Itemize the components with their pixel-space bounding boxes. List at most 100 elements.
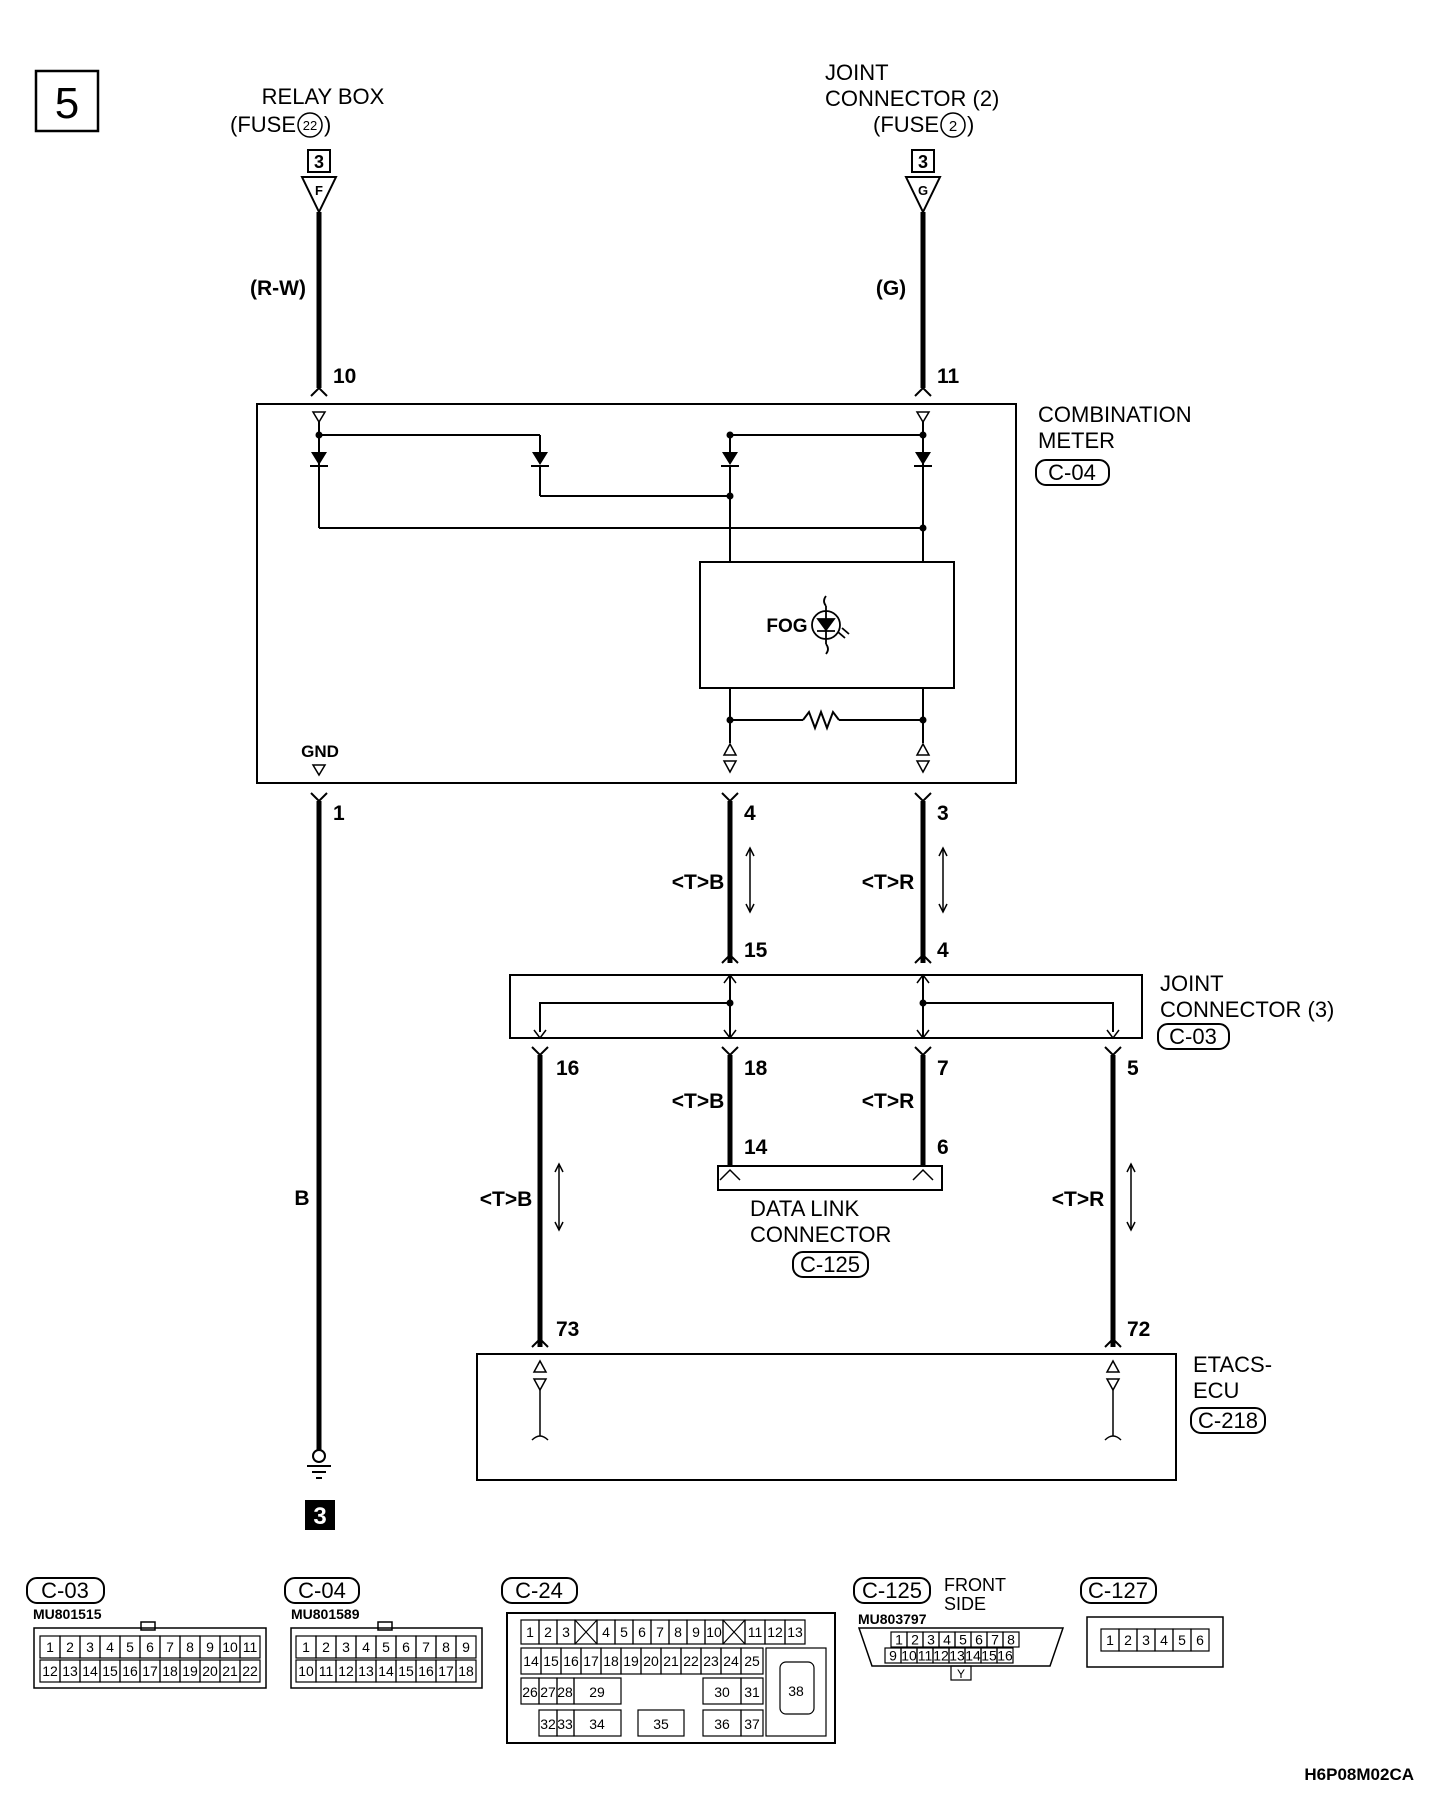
c24-id: C-24 [515,1578,563,1603]
joint-connector-2-fuse-circle [940,112,966,138]
c24-pin-31: 31 [744,1684,760,1700]
combination-meter-id-box [1035,459,1110,486]
c24-pin-19: 19 [623,1653,639,1669]
c24-pin-22: 22 [683,1653,699,1669]
wire-color-relay: (R-W) [250,277,306,300]
c04-pin-5: 5 [382,1639,390,1655]
c24-pin-4: 4 [602,1624,610,1640]
wire-color-tr-upper: <T>R [862,871,915,894]
c127-id: C-127 [1088,1578,1148,1603]
pin-5-mark [1104,1046,1122,1057]
data-link-connector-id: C-125 [800,1252,860,1277]
meter-terminal-10 [311,411,327,424]
c125-id-box [853,1577,931,1604]
etacs-ecu-label-1: ETACS- [1193,1352,1272,1377]
c03-pin-15: 15 [102,1663,118,1679]
relay-box-fuse-circle [297,112,323,138]
c04-pin-4: 4 [362,1639,370,1655]
data-link-connector-label-1: DATA LINK [750,1196,860,1221]
pin-dlc-6: 6 [937,1136,949,1159]
c03-pin-14: 14 [82,1663,98,1679]
wire-color-tr-ecu: <T>R [1052,1188,1105,1211]
data-link-connector-label-2: CONNECTOR [750,1222,891,1247]
c04-pin-7: 7 [422,1639,430,1655]
pin-11: 11 [937,365,960,388]
ground-ref-box [305,1500,335,1530]
c125-part-number: MU803797 [858,1611,927,1627]
pin-1: 1 [333,802,345,825]
pin-jc4-mark [914,953,932,964]
c125-pin-12: 12 [933,1648,949,1664]
c03-pin-3: 3 [86,1639,94,1655]
c03-housing [33,1627,267,1689]
c03-pin-18: 18 [162,1663,178,1679]
c127-pin-cell [1190,1628,1210,1652]
c04-pin-18: 18 [458,1663,474,1679]
c04-pin-3: 3 [342,1639,350,1655]
c04-id-box [284,1577,360,1604]
c24-pin-6: 6 [638,1624,646,1640]
c125-pin-1: 1 [895,1632,903,1648]
c24-blank-cavity [722,1619,746,1645]
c127-pin-4: 4 [1160,1632,1168,1648]
joint-connector-2-fuse-close: ) [967,112,974,137]
c125-pin-cell [1002,1631,1020,1648]
relay-box-ref: 3 [314,152,324,172]
c24-pin-cell [784,1619,806,1645]
c24-pin-25: 25 [744,1653,760,1669]
relay-box-ref-box [307,149,331,173]
c24-pin-11: 11 [748,1624,763,1640]
c125-pin-8: 8 [1007,1632,1015,1648]
c24-pin-10: 10 [706,1624,722,1640]
c24-pin-28: 28 [557,1684,573,1700]
c24-pin-7: 7 [656,1624,664,1640]
c24-pin-20: 20 [643,1653,659,1669]
pin-73: 73 [556,1318,579,1341]
joint-connector-2-label-1: JOINT [825,60,889,85]
c24-pin-9: 9 [692,1624,700,1640]
c24-pin-18: 18 [603,1653,619,1669]
wire-color-tb-dlc: <T>B [672,1090,725,1113]
c24-pin-3: 3 [562,1624,570,1640]
c125-pin-14: 14 [965,1648,981,1664]
pin-18-mark [721,1046,739,1057]
sheet-number-box [34,69,100,133]
c04-pin-13: 13 [358,1663,374,1679]
c24-pin-30: 30 [714,1684,730,1700]
combination-meter-id: C-04 [1048,460,1096,485]
etacs-ecu-terminals [531,1359,1122,1441]
c03-pin-11: 11 [243,1639,258,1655]
c04-part-number: MU801589 [291,1606,360,1622]
etacs-ecu-id-box [1190,1407,1266,1434]
c125-side-label-2: SIDE [944,1594,986,1614]
combination-meter-label-1: COMBINATION [1038,402,1192,427]
c03-id: C-03 [41,1578,89,1603]
c03-pin-21: 21 [222,1663,238,1679]
joint-connector-3-box [509,974,1143,1039]
meter-gnd-label: GND [301,742,339,761]
pin-4: 4 [744,802,756,825]
c24-pin-5: 5 [620,1624,628,1640]
wire-color-tb-ecu: <T>B [480,1188,533,1211]
c04-pin-17: 17 [438,1663,454,1679]
c24-pin-16: 16 [563,1653,579,1669]
c125-key: Y [957,1667,965,1681]
fog-indicator-label: FOG [766,616,807,637]
c04-pin-1: 1 [302,1639,310,1655]
pin-16-mark [531,1046,549,1057]
joint-connector-3-id: C-03 [1169,1024,1217,1049]
c24-pin-1: 1 [526,1624,534,1640]
c24-pin-13: 13 [787,1624,803,1640]
c24-pin-33: 33 [557,1716,573,1732]
c04-pin-9: 9 [462,1639,470,1655]
data-link-connector-box [717,1165,943,1191]
combination-meter-box [256,403,1017,784]
wire-color-joint: (G) [876,277,906,300]
drawing-code: H6P08M02CA [1304,1765,1414,1784]
pin-3-mark [914,792,932,803]
joint-connector-3-terminals [533,973,1120,1040]
c04-pin-12: 12 [338,1663,354,1679]
c127-pin-3: 3 [1142,1632,1150,1648]
c127-housing [1086,1616,1224,1668]
c04-pin-8: 8 [442,1639,450,1655]
